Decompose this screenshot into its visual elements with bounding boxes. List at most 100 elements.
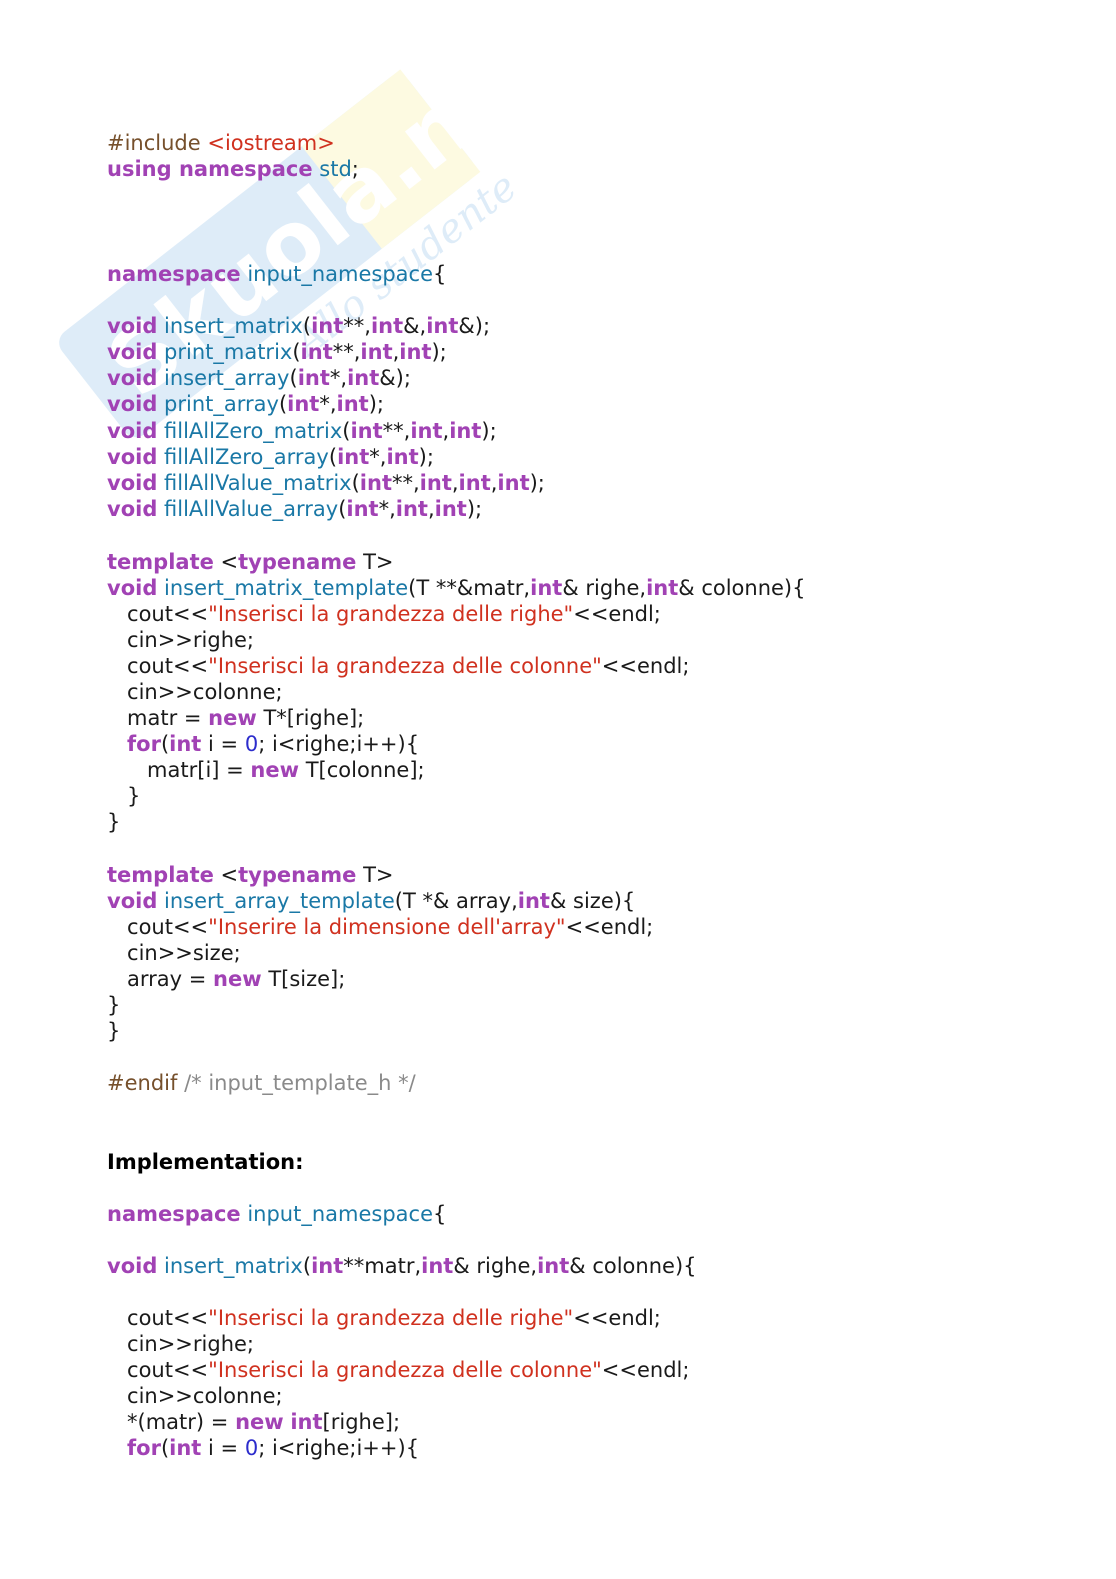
- code-token: **,: [382, 419, 411, 443]
- code-line: template <typename T>: [107, 862, 394, 888]
- code-token: (: [289, 366, 298, 390]
- code-line: matr[i] = new T[colonne];: [107, 757, 425, 783]
- code-token: cin>>colonne;: [107, 1384, 283, 1408]
- code-token: /* input_template_h */: [184, 1071, 416, 1095]
- code-token: cout<<: [107, 602, 209, 626]
- code-token: & size){: [549, 889, 636, 913]
- code-line: }: [107, 783, 140, 809]
- code-token: int: [311, 314, 344, 338]
- code-token: int: [347, 366, 380, 390]
- code-line: *(matr) = new int[righe];: [107, 1409, 400, 1435]
- code-token: "Inserisci la grandezza delle righe": [208, 602, 574, 626]
- code-line: template <typename T>: [107, 549, 394, 575]
- code-token: }: [107, 784, 141, 808]
- code-token: cout<<: [107, 1306, 209, 1330]
- code-token: int: [410, 419, 443, 443]
- code-line: void fillAllZero_array(int*,int);: [107, 444, 434, 470]
- code-token: int: [360, 340, 393, 364]
- code-token: #include: [107, 131, 208, 155]
- code-token: 0: [244, 1436, 259, 1460]
- code-token: void: [107, 419, 158, 443]
- code-token: <<endl;: [573, 1306, 661, 1330]
- code-token: int: [290, 1410, 323, 1434]
- code-token: for: [127, 732, 161, 756]
- code-token: int: [336, 392, 369, 416]
- code-line: void print_matrix(int**,int,int);: [107, 339, 447, 365]
- code-token: int: [169, 1436, 202, 1460]
- code-line: void insert_array(int*,int&);: [107, 365, 411, 391]
- code-token: for: [127, 1436, 161, 1460]
- code-line: cout<<"Inserisci la grandezza delle righ…: [107, 601, 661, 627]
- code-line: Implementation:: [107, 1149, 303, 1175]
- code-token: namespace: [107, 262, 241, 286]
- code-line: void insert_matrix(int**matr,int& righe,…: [107, 1253, 697, 1279]
- code-token: int: [419, 471, 452, 495]
- code-token: );: [481, 419, 497, 443]
- code-token: &,: [403, 314, 427, 338]
- code-token: );: [431, 340, 447, 364]
- code-token: insert_matrix: [157, 1254, 303, 1278]
- code-token: &);: [379, 366, 411, 390]
- code-line: namespace input_namespace{: [107, 1201, 446, 1227]
- code-token: ,: [451, 471, 459, 495]
- code-token: <: [213, 550, 239, 574]
- code-line: array = new T[size];: [107, 966, 345, 992]
- code-line: namespace input_namespace{: [107, 261, 446, 287]
- code-token: input_namespace: [240, 1202, 433, 1226]
- code-token: int: [434, 497, 467, 521]
- code-token: *,: [378, 497, 396, 521]
- code-token: int: [421, 1254, 454, 1278]
- code-token: typename: [238, 550, 357, 574]
- code-token: void: [107, 392, 158, 416]
- code-token: int: [297, 366, 330, 390]
- code-token: print_matrix: [157, 340, 293, 364]
- code-token: {: [433, 262, 447, 286]
- code-token: cout<<: [107, 654, 209, 678]
- code-line: matr = new T*[righe];: [107, 705, 364, 731]
- code-line: }: [107, 809, 120, 835]
- code-token: (T *& array,: [394, 889, 518, 913]
- code-token: 0: [244, 732, 259, 756]
- code-token: &);: [458, 314, 491, 338]
- code-token: [righe];: [322, 1410, 401, 1434]
- code-token: void: [107, 314, 158, 338]
- code-token: int: [537, 1254, 570, 1278]
- code-token: <iostream>: [207, 131, 335, 155]
- code-token: template: [107, 863, 214, 887]
- code-token: int: [300, 340, 333, 364]
- code-token: (: [302, 314, 312, 338]
- code-token: fillAllZero_array: [157, 445, 329, 469]
- code-line: using namespace std;: [107, 156, 359, 182]
- code-token: T*[righe];: [256, 706, 365, 730]
- code-token: (: [342, 419, 351, 443]
- code-token: void: [107, 576, 158, 600]
- code-token: typename: [238, 863, 357, 887]
- code-token: array =: [107, 967, 214, 991]
- code-token: cin>>size;: [107, 941, 241, 965]
- code-token: (: [351, 471, 360, 495]
- code-line: for(int i = 0; i<righe;i++){: [107, 1435, 419, 1461]
- code-token: **,: [391, 471, 420, 495]
- code-token: void: [107, 340, 158, 364]
- code-line: void fillAllValue_matrix(int**,int,int,i…: [107, 470, 545, 496]
- code-token: (: [338, 497, 347, 521]
- code-token: **,: [332, 340, 361, 364]
- watermark-logo: Skuola.net Allo studente: [59, 40, 530, 438]
- code-token: ,: [392, 340, 400, 364]
- code-token: [107, 732, 127, 756]
- code-token: "Inserisci la grandezza delle colonne": [208, 654, 602, 678]
- code-token: cout<<: [107, 915, 209, 939]
- code-token: int: [530, 576, 563, 600]
- code-token: *,: [329, 366, 348, 390]
- code-token: #endif: [107, 1071, 185, 1095]
- code-token: (T **&matr,: [408, 576, 531, 600]
- code-line: cin>>size;: [107, 940, 241, 966]
- code-token: "Inserisci la grandezza delle colonne": [208, 1358, 602, 1382]
- code-line: void insert_matrix(int**,int&,int&);: [107, 313, 490, 339]
- code-line: cin>>righe;: [107, 1331, 254, 1357]
- code-token: int: [370, 314, 404, 338]
- code-token: <: [213, 863, 239, 887]
- code-token: }: [107, 1019, 121, 1043]
- code-token: i =: [201, 732, 245, 756]
- code-line: }: [107, 992, 120, 1018]
